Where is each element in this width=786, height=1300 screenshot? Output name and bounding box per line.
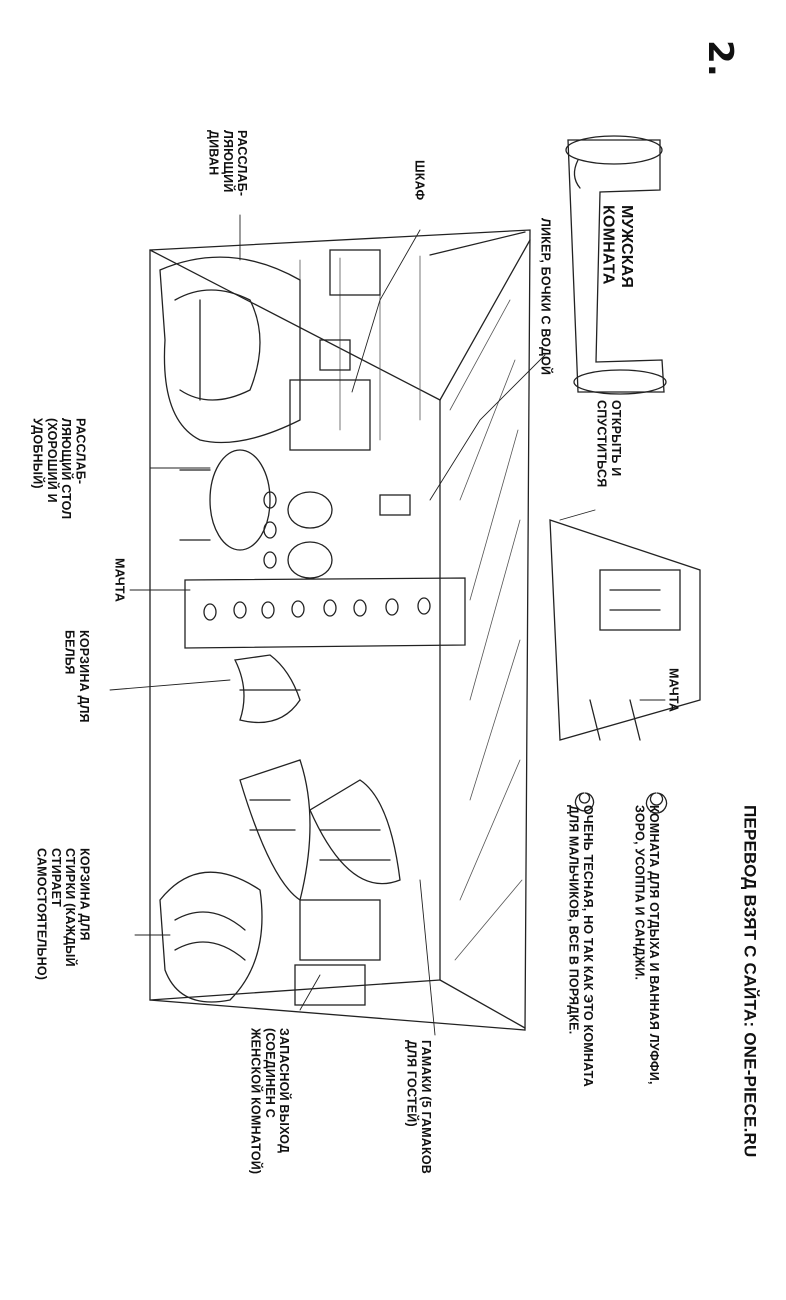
label-laundry-basket: КОРЗИНА ДЛЯ СТИРКИ (КАЖДЫЙ СТИРАЕТ САМОС…: [34, 848, 92, 981]
mast-inset-sketch: [549, 519, 701, 741]
hammocks-sketch: [239, 759, 401, 902]
scroll-banner: [565, 135, 667, 395]
note-1: КОМНАТА ДЛЯ ОТДЫХА И ВАННАЯ ЛУФФИ, ЗОРО,…: [632, 805, 661, 1085]
label-sofa: РАССЛАБ- ЛЯЮЩИЙ ДИВАН: [206, 130, 250, 197]
floor-planks: [299, 255, 523, 961]
table-sketch: [179, 449, 277, 569]
label-mast-right: МАЧТА: [666, 668, 681, 713]
label-cabinet: ШКАФ: [412, 160, 427, 201]
label-table: РАССЛАБ- ЛЯЮЩИЙ СТОЛ (ХОРОШИЙ И УДОБНЫЙ): [30, 418, 88, 520]
label-hammocks: ГАМАКИ (5 ГАМАКОВ ДЛЯ ГОСТЕЙ): [404, 1040, 433, 1174]
label-mast-left: МАЧТА: [112, 558, 127, 603]
sofa-sketch: [159, 256, 301, 444]
mast-beam: [184, 577, 466, 649]
barrels-sketch: [287, 491, 411, 579]
label-liquor: ЛИКЕР, БОЧКИ С ВОДОЙ: [538, 218, 553, 376]
exit-door-sketch: [294, 899, 381, 1006]
cabinet-sketch: [289, 249, 381, 451]
laundry-basket-sketch: [159, 871, 263, 1003]
label-linen-basket: КОРЗИНА ДЛЯ БЕЛЬЯ: [62, 630, 91, 723]
scroll-title: МУЖСКАЯ КОМНАТА: [599, 205, 635, 289]
translation-credit: ПЕРЕВОД ВЗЯТ С САЙТА: ONE-PIECE.RU: [740, 805, 760, 1158]
leader-lines: [109, 214, 666, 1036]
spiral-markers: [574, 792, 668, 814]
label-emergency-exit: ЗАПАСНОЙ ВЫХОД (СОЕДИНЕН С ЖЕНСКОЙ КОМНА…: [248, 1028, 292, 1175]
page-number: 2.: [700, 40, 741, 77]
linen-basket-sketch: [234, 654, 301, 724]
note-2: ОЧЕНЬ ТЕСНАЯ, НО ТАК КАК ЭТО КОМНАТА ДЛЯ…: [566, 805, 595, 1087]
label-hatch: ОТКРЫТЬ И СПУСТИТЬСЯ: [594, 400, 623, 488]
